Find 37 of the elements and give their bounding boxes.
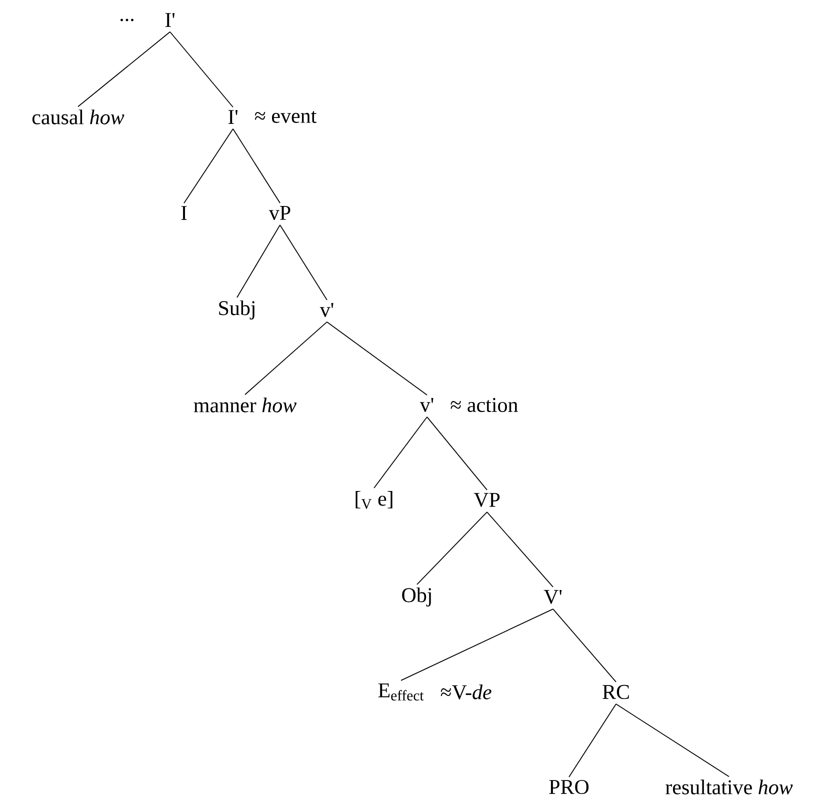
tree-node-label: V' xyxy=(544,590,562,604)
tree-node-label: Obj xyxy=(402,587,431,607)
branch-line xyxy=(374,416,428,488)
tree-node-label: RC xyxy=(602,684,629,700)
branch-line xyxy=(170,31,234,108)
tree-node-label: I' xyxy=(165,13,174,27)
tree-node-label: I' xyxy=(228,110,238,124)
tree-node-label: [$_{V}$ e] xyxy=(356,491,392,509)
tree-node-label: Subj xyxy=(219,300,254,320)
branch-line xyxy=(552,608,616,682)
annotation-text: ≈V-de xyxy=(440,684,492,700)
branch-line xyxy=(400,608,554,681)
tree-node-label: E$_{effect}$ xyxy=(378,683,424,701)
branch-line xyxy=(232,128,280,204)
tree-node-label: I xyxy=(181,206,187,220)
annotation-text: ≈ event xyxy=(254,110,317,123)
branch-line xyxy=(326,322,428,396)
tree-node-label: PRO xyxy=(549,780,589,794)
branch-line xyxy=(416,512,488,585)
annotation-text: ≈ action xyxy=(450,398,518,412)
tree-node-label: v' xyxy=(420,398,434,412)
tree-node-label: manner how xyxy=(194,398,296,412)
tree-node-label: v' xyxy=(320,303,334,317)
branch-line xyxy=(184,128,234,204)
branch-line xyxy=(280,224,328,300)
tree-node-label: VP xyxy=(474,492,500,508)
branch-line xyxy=(568,704,616,778)
branch-line xyxy=(78,31,170,108)
branch-line xyxy=(486,512,554,588)
ellipsis-text: ... xyxy=(120,18,134,22)
tree-node-label: vP xyxy=(268,206,290,220)
branch-line xyxy=(426,416,488,490)
branch-line xyxy=(244,322,328,396)
branch-line xyxy=(236,224,280,298)
tree-node-label: causal how xyxy=(32,110,124,124)
branch-line xyxy=(616,704,730,778)
tree-node-label: resultative how xyxy=(666,780,793,794)
